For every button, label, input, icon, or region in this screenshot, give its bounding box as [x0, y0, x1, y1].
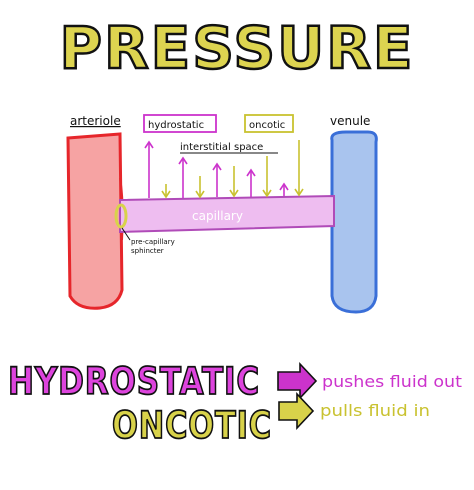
oncotic-box-label: oncotic	[249, 120, 285, 131]
arrow-down-icon	[161, 184, 171, 199]
capillary-label: capillary	[192, 209, 243, 223]
arrow-down-icon	[262, 156, 272, 198]
arrow-down-icon	[195, 176, 205, 199]
oncotic-box	[244, 114, 294, 133]
arrow-up-icon	[178, 156, 188, 198]
interstitial-label: interstitial space	[180, 142, 263, 153]
hydrostatic-word: HYDROSTATIC	[8, 360, 260, 403]
arrow-right-icon	[278, 391, 315, 431]
arteriole-vessel	[66, 132, 124, 310]
venule-vessel	[330, 130, 378, 314]
hydrostatic-meaning: pushes fluid out	[322, 372, 462, 391]
venule-label: venule	[330, 114, 370, 128]
arrow-up-icon	[246, 168, 256, 197]
arrow-up-icon	[144, 140, 154, 198]
hydrostatic-box	[143, 114, 217, 133]
sphincter-label-line2: sphincter	[131, 247, 164, 255]
oncotic-word: ONCOTIC	[112, 404, 272, 447]
capillary-vessel	[119, 194, 335, 234]
exchange-arrows	[144, 140, 304, 199]
arrow-up-icon	[279, 182, 289, 196]
arrow-down-icon	[294, 140, 304, 197]
arrow-up-icon	[212, 162, 222, 197]
sphincter-ring	[114, 203, 128, 229]
hydrostatic-box-label: hydrostatic	[148, 120, 204, 131]
arrow-right-icon	[277, 361, 318, 401]
sphincter-label-line1: pre-capillary	[131, 238, 175, 246]
arteriole-label: arteriole	[70, 114, 121, 128]
oncotic-meaning: pulls fluid in	[320, 401, 430, 420]
page-title: PRESSURE	[59, 14, 414, 82]
arrow-down-icon	[229, 166, 239, 198]
